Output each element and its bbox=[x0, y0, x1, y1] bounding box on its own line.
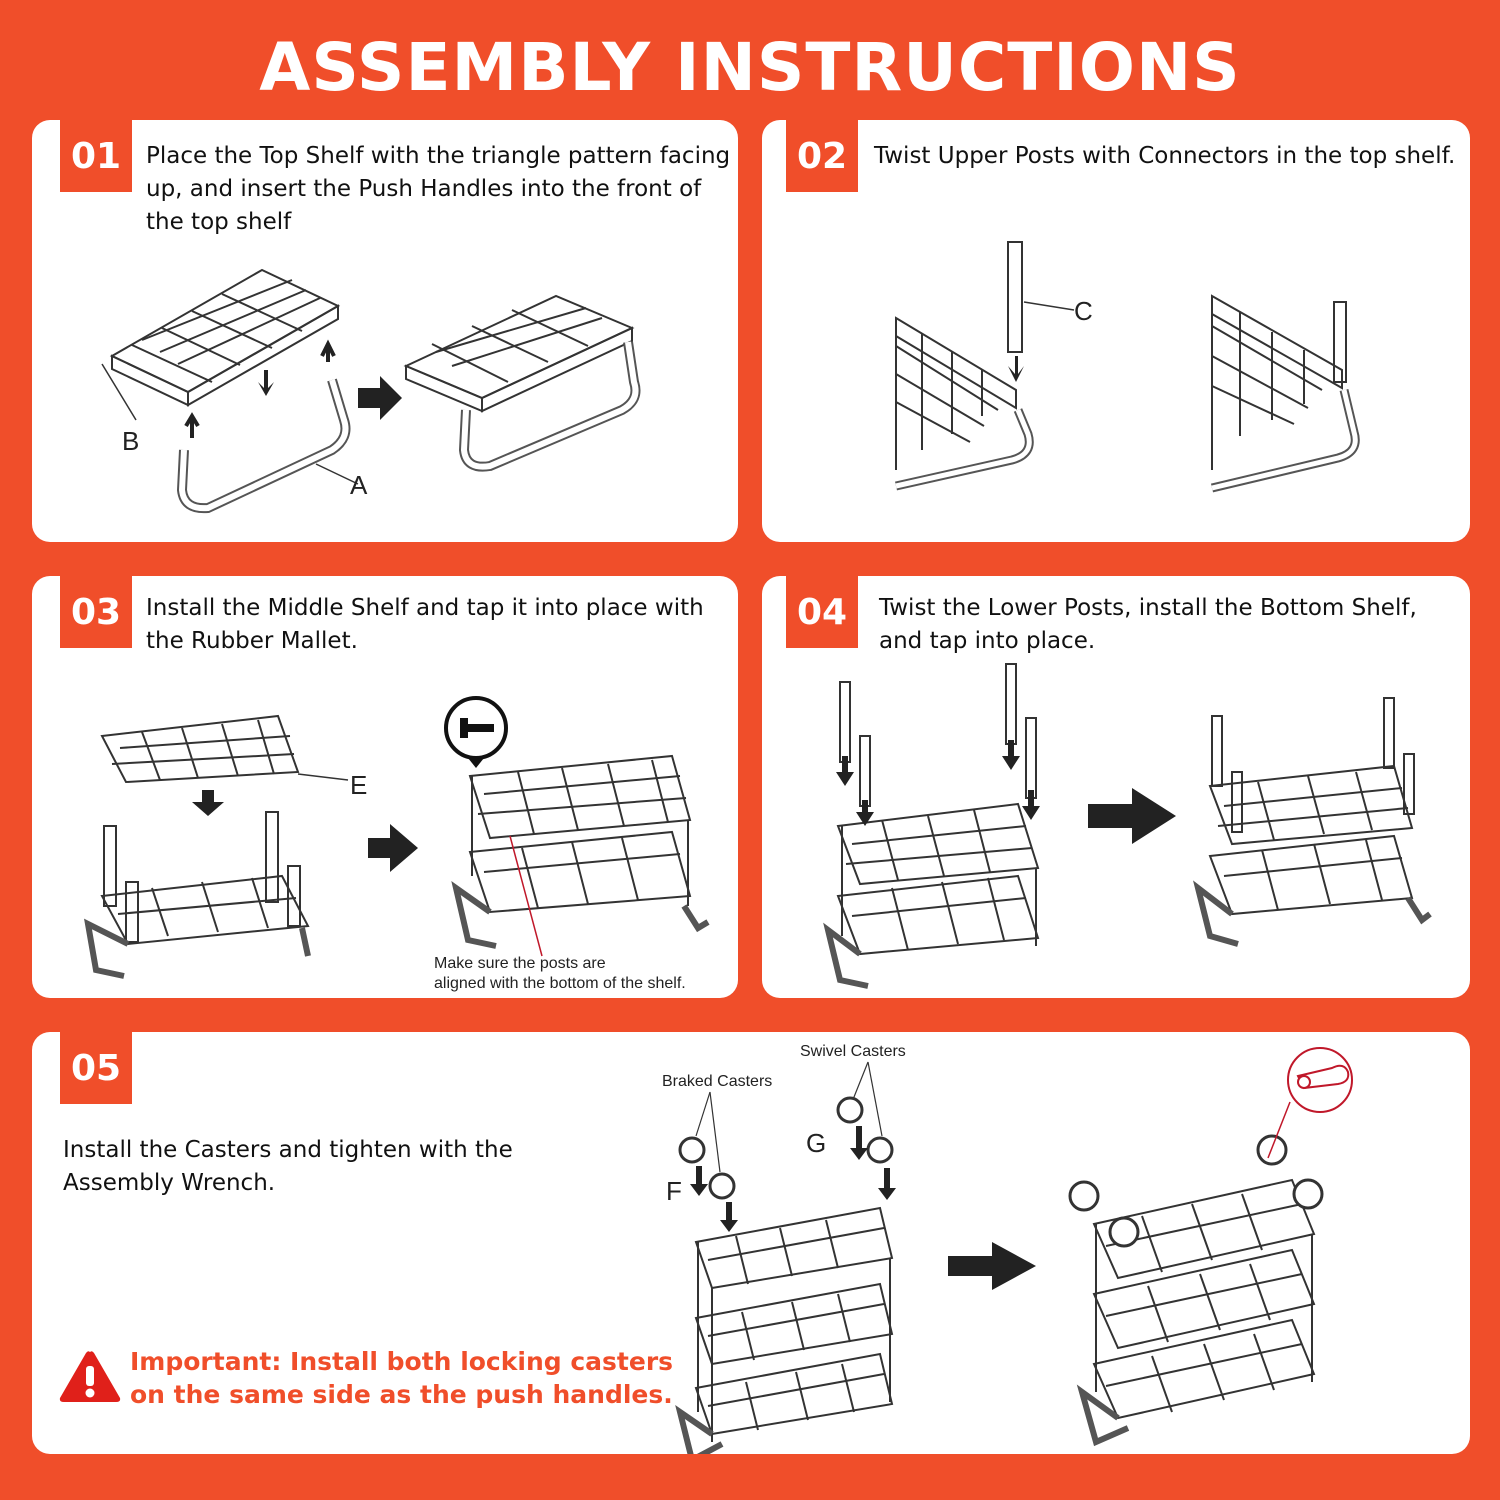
step-04-card: 04 Twist the Lower Posts, install the Bo… bbox=[762, 576, 1470, 998]
step-05-number: 05 bbox=[60, 1032, 132, 1104]
step-02-number: 02 bbox=[786, 120, 858, 192]
note-line-1: Make sure the posts are bbox=[434, 955, 606, 972]
step-02-card: 02 Twist Upper Posts with Connectors in … bbox=[762, 120, 1470, 542]
label-c: C bbox=[1074, 296, 1093, 326]
label-g: G bbox=[806, 1128, 826, 1158]
step-01-illustration: B A bbox=[101, 268, 641, 514]
arrow-right-icon bbox=[358, 376, 402, 420]
step-03-card: 03 Install the Middle Shelf and tap it i… bbox=[32, 576, 738, 998]
step-04-illustration bbox=[823, 663, 1432, 989]
step-03-illustration: E Make sure the posts are aligned with t… bbox=[84, 696, 710, 992]
page-title: ASSEMBLY INSTRUCTIONS bbox=[259, 29, 1241, 106]
mallet-icon bbox=[444, 696, 508, 768]
step-05-text: Install the Casters and tighten with the… bbox=[63, 1137, 513, 1196]
label-swivel-casters: Swivel Casters bbox=[800, 1043, 906, 1060]
step-01-number: 01 bbox=[60, 120, 132, 192]
wrench-icon bbox=[1267, 1047, 1353, 1159]
arrow-right-icon bbox=[948, 1242, 1036, 1290]
label-braked-casters: Braked Casters bbox=[662, 1073, 772, 1090]
warning-line-1: Important: Install both locking casters bbox=[130, 1347, 674, 1376]
step-05-illustration: Swivel Casters Braked Casters G F bbox=[662, 1043, 1353, 1454]
arrow-right-icon bbox=[368, 824, 418, 872]
warning-line-2: on the same side as the push handles. bbox=[130, 1380, 673, 1409]
step-01-card: 01 Place the Top Shelf with the triangle… bbox=[32, 120, 738, 542]
step-01-text: Place the Top Shelf with the triangle pa… bbox=[146, 143, 731, 235]
warning-text: Important: Install both locking casters … bbox=[130, 1345, 673, 1411]
step-03-text: Install the Middle Shelf and tap it into… bbox=[146, 595, 704, 654]
step-02-illustration: C bbox=[895, 241, 1360, 493]
caster-icon bbox=[678, 1096, 894, 1200]
label-e: E bbox=[350, 770, 367, 800]
note-line-2: aligned with the bottom of the shelf. bbox=[434, 975, 686, 992]
warning-triangle-icon bbox=[59, 1351, 121, 1402]
step-05-card: 05 Install the Casters and tighten with … bbox=[32, 1032, 1470, 1454]
step-04-text: Twist the Lower Posts, install the Botto… bbox=[879, 595, 1417, 654]
step-03-number: 03 bbox=[60, 576, 132, 648]
label-a: A bbox=[350, 470, 368, 500]
label-b: B bbox=[122, 426, 139, 456]
step-04-number: 04 bbox=[786, 576, 858, 648]
label-f: F bbox=[666, 1176, 682, 1206]
arrow-right-icon bbox=[1088, 788, 1176, 844]
step-02-text: Twist Upper Posts with Connectors in the… bbox=[874, 143, 1456, 169]
